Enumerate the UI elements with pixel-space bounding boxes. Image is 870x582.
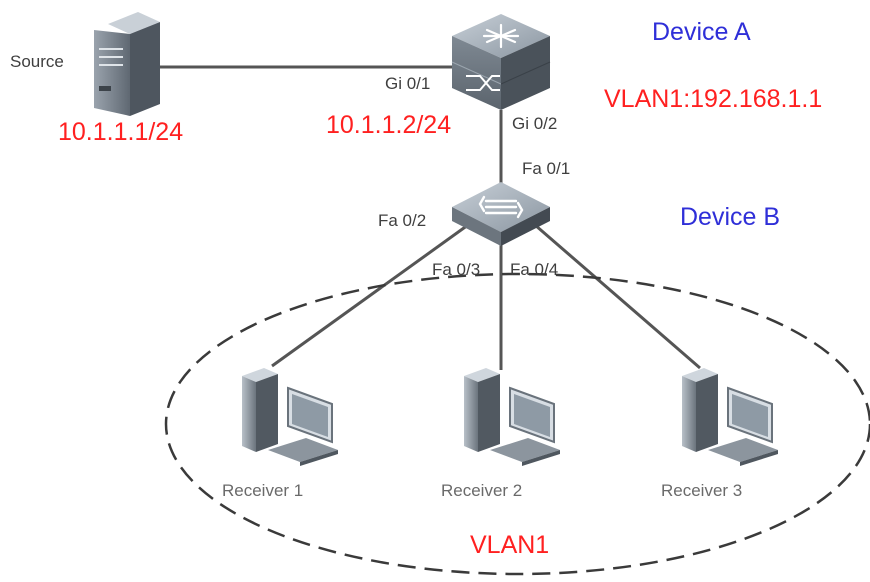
device-a-switch-icon <box>451 14 551 110</box>
device-b-port-fa01: Fa 0/1 <box>522 159 571 178</box>
device-a-name: Device A <box>652 18 751 46</box>
receiver-1-pc-icon <box>242 368 338 466</box>
device-a-port-gi01: Gi 0/1 <box>385 74 431 93</box>
device-a-ip: 10.1.1.2/24 <box>326 111 452 139</box>
source-ip: 10.1.1.1/24 <box>58 118 184 146</box>
receiver-3-pc-icon <box>682 368 778 466</box>
device-b-switch-icon <box>452 182 550 246</box>
link-device-b-receiver-1 <box>271 223 469 368</box>
device-b-port-fa03: Fa 0/3 <box>432 260 481 279</box>
device-b-port-fa02: Fa 0/2 <box>378 211 427 230</box>
link-device-b-receiver-3 <box>534 223 701 370</box>
device-b-port-fa04: Fa 0/4 <box>510 260 559 279</box>
vlan-label: VLAN1 <box>470 531 550 559</box>
device-a-vlan-ip: VLAN1:192.168.1.1 <box>604 85 823 113</box>
receiver-2-pc-icon <box>464 368 560 466</box>
device-b-name: Device B <box>680 203 781 231</box>
vlan-boundary <box>164 272 870 576</box>
receiver-1-label: Receiver 1 <box>222 481 304 500</box>
source-label: Source <box>10 52 64 71</box>
device-a-port-gi02: Gi 0/2 <box>512 114 558 133</box>
receiver-3-label: Receiver 3 <box>661 481 743 500</box>
source-server-icon <box>94 12 160 116</box>
receiver-2-label: Receiver 2 <box>441 481 523 500</box>
